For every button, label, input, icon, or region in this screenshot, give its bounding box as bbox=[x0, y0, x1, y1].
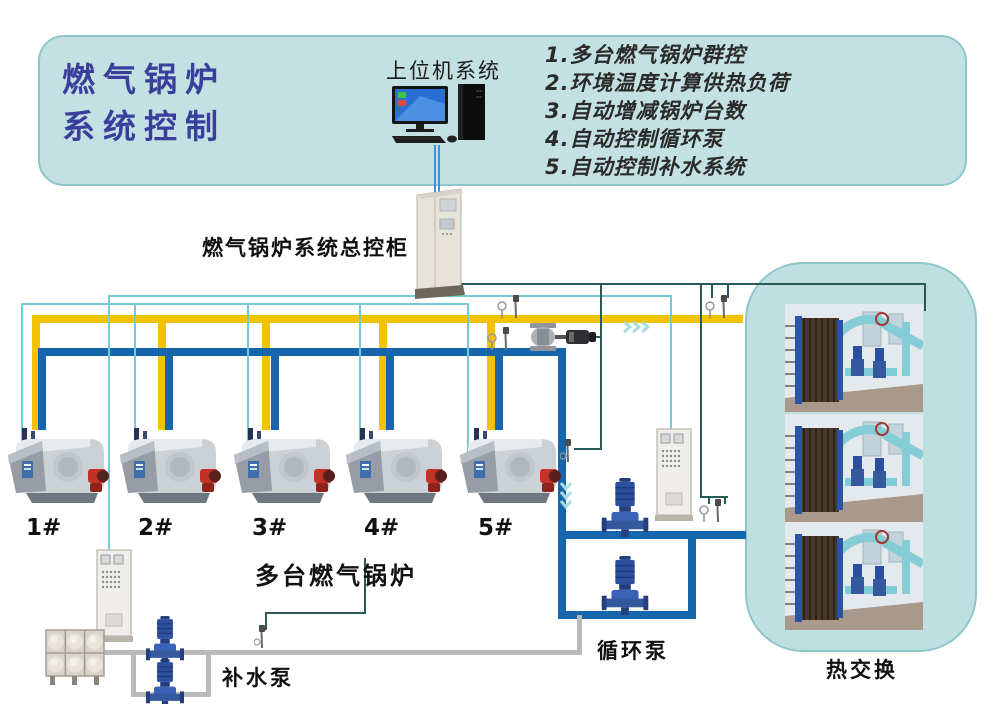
supply-pipe-drop-boiler2 bbox=[158, 320, 166, 430]
supply-pipe-main bbox=[32, 315, 743, 323]
boiler-2-label: 2# bbox=[138, 515, 174, 541]
control-elbow-makeup-sensor bbox=[265, 612, 366, 614]
circulation-pump-label: 循环泵 bbox=[597, 639, 669, 663]
signal-bus-lower bbox=[21, 303, 469, 305]
makeup-pump-2 bbox=[146, 659, 184, 704]
pc-link-line-1 bbox=[434, 145, 436, 192]
boiler-2: 2# bbox=[114, 427, 224, 541]
circulation-pipe-top bbox=[558, 531, 746, 539]
supply-pipe-drop-boiler4 bbox=[379, 320, 387, 430]
host-system-label: 上位机系统 bbox=[386, 59, 501, 83]
header-banner bbox=[38, 35, 967, 186]
makeup-pressure-sensor-icon bbox=[254, 624, 270, 650]
return-pipe-drop-boiler3 bbox=[271, 354, 279, 430]
control-line-makeup-vert bbox=[364, 558, 366, 614]
signal-drop-group-cabinet bbox=[108, 295, 110, 552]
circulation-pipe-right bbox=[688, 531, 696, 619]
heat-exchanger-photo-2 bbox=[785, 414, 923, 522]
signal-bus-upper bbox=[108, 295, 672, 297]
control-line-main bbox=[452, 283, 926, 285]
boiler-4: 4# bbox=[340, 427, 450, 541]
boiler-4-label: 4# bbox=[364, 515, 400, 541]
makeup-pipe-bypass-right bbox=[206, 650, 211, 697]
boiler-1-label: 1# bbox=[26, 515, 62, 541]
control-elbow-circ-sensors bbox=[700, 496, 728, 498]
boiler-1: 1# bbox=[2, 427, 112, 541]
circulation-pump-2 bbox=[601, 556, 649, 616]
feature-list: 1.多台燃气锅炉群控 2.环境温度计算供热负荷 3.自动增减锅炉台数 4.自动控… bbox=[545, 41, 965, 181]
master-control-cabinet bbox=[412, 188, 466, 302]
control-stub-circ-sensor-b bbox=[724, 496, 726, 504]
temperature-sensor-pair-valve-icon bbox=[484, 326, 514, 352]
return-pipe-drop-boiler2 bbox=[165, 354, 173, 430]
feature-item-2: 2.环境温度计算供热负荷 bbox=[545, 71, 790, 95]
signal-drop-boiler4 bbox=[359, 303, 361, 489]
page-title: 燃气锅炉 系统控制 bbox=[62, 56, 342, 150]
boiler-1-image bbox=[2, 427, 112, 507]
feature-item-1: 1.多台燃气锅炉群控 bbox=[545, 43, 746, 67]
supply-pipe-drop-boiler1 bbox=[32, 315, 40, 430]
control-stub-circ-sensor-a bbox=[708, 496, 710, 504]
boiler-5-label: 5# bbox=[478, 515, 514, 541]
return-pipe-main bbox=[38, 348, 566, 356]
supply-pipe-drop-boiler5 bbox=[487, 320, 495, 430]
return-pipe-drop-boiler5 bbox=[495, 354, 503, 430]
temperature-sensor-pair-supply-right-icon bbox=[702, 294, 732, 320]
control-line-circ-sensors-vert bbox=[700, 284, 702, 498]
signal-drop-boiler3 bbox=[247, 303, 249, 489]
temperature-sensor-pair-supply-left-icon bbox=[494, 294, 524, 320]
heat-exchanger-photo-3 bbox=[785, 522, 923, 630]
feature-item-4: 4.自动控制循环泵 bbox=[545, 127, 724, 151]
boiler-3-label: 3# bbox=[252, 515, 288, 541]
heat-exchanger-photo-1 bbox=[785, 304, 923, 412]
makeup-pipe-riser bbox=[577, 615, 582, 655]
motorized-valve-icon bbox=[524, 322, 600, 352]
control-link-ambient-sensor bbox=[574, 448, 602, 450]
ambient-temperature-sensor-icon bbox=[560, 438, 576, 464]
boiler-4-image bbox=[340, 427, 450, 507]
control-line-panel-drop bbox=[924, 283, 926, 311]
boiler-3-image bbox=[228, 427, 338, 507]
makeup-pipe-main bbox=[100, 650, 582, 655]
boiler-5: 5# bbox=[454, 427, 564, 541]
circulation-pump-1 bbox=[601, 478, 649, 538]
pc-link-line-2 bbox=[438, 145, 440, 192]
heat-exchange-label: 热交换 bbox=[826, 658, 898, 682]
return-pipe-drop-boiler1 bbox=[38, 348, 46, 430]
control-stub-makeup-sensor bbox=[265, 612, 267, 630]
circulation-pump-cabinet bbox=[653, 427, 695, 523]
return-pipe-drop-boiler4 bbox=[386, 354, 394, 430]
control-stub-sensor-b bbox=[727, 283, 729, 298]
flow-arrow-right-icon bbox=[622, 320, 650, 334]
boiler-5-image bbox=[454, 427, 564, 507]
signal-drop-boiler5 bbox=[467, 303, 469, 489]
signal-drop-boiler2 bbox=[134, 303, 136, 489]
makeup-pump-label: 补水泵 bbox=[222, 666, 294, 690]
host-computer bbox=[388, 84, 492, 146]
signal-drop-boiler1 bbox=[21, 303, 23, 489]
feature-item-5: 5.自动控制补水系统 bbox=[545, 155, 746, 179]
feature-item-3: 3.自动增减锅炉台数 bbox=[545, 99, 746, 123]
page-title-line1: 燃气锅炉 bbox=[62, 60, 226, 99]
master-cabinet-label: 燃气锅炉系统总控柜 bbox=[202, 236, 409, 260]
makeup-pump-1 bbox=[146, 616, 184, 665]
boiler-2-image bbox=[114, 427, 224, 507]
control-line-valve-vert bbox=[600, 284, 602, 450]
boiler-group-label: 多台燃气锅炉 bbox=[255, 562, 417, 590]
makeup-pipe-bypass-left bbox=[131, 650, 136, 695]
boiler-3: 3# bbox=[228, 427, 338, 541]
water-tank bbox=[44, 628, 106, 686]
supply-pipe-drop-boiler3 bbox=[262, 320, 270, 430]
control-stub-sensor-a bbox=[711, 283, 713, 298]
temperature-sensor-pair-circulation-icon bbox=[696, 498, 726, 524]
signal-drop-circulation-cabinet bbox=[670, 295, 672, 429]
page-title-line2: 系统控制 bbox=[62, 107, 226, 146]
